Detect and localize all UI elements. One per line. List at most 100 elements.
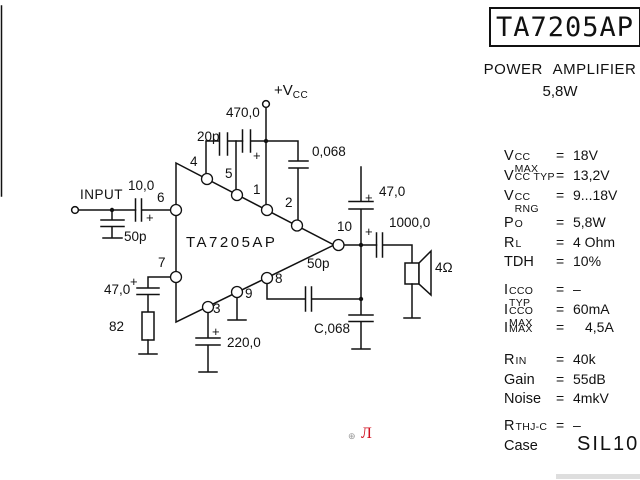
title-box: TA7205AP bbox=[489, 7, 640, 47]
vcc-label: +VCC bbox=[274, 82, 309, 101]
equals-sign: = bbox=[556, 253, 565, 269]
input-label: INPUT bbox=[80, 187, 123, 202]
part-number-title: TA7205AP bbox=[495, 11, 635, 43]
pin-9-circle bbox=[230, 285, 244, 299]
pin-3-circle bbox=[201, 300, 215, 314]
spec-case: Case SIL10 bbox=[504, 433, 639, 456]
spec-value: 4 Ohm bbox=[573, 234, 616, 250]
pin-5-circle bbox=[230, 188, 244, 202]
pin-9-number: 9 bbox=[245, 286, 253, 301]
spec-value: 18V bbox=[573, 147, 598, 163]
cap-50p-output bbox=[266, 282, 362, 312]
spec-subscript: CC TYP bbox=[514, 171, 555, 183]
cap-470uF-value: 470,0 bbox=[226, 105, 260, 120]
pin-2-circle bbox=[290, 219, 304, 232]
vcc-main: +V bbox=[274, 82, 293, 99]
spec-value: 60mA bbox=[573, 301, 610, 317]
spec-symbol: V bbox=[504, 188, 514, 204]
spec-tdh: TDH = 10% bbox=[504, 253, 601, 270]
spec-gain: Gain=55dB bbox=[504, 371, 606, 388]
ic-part-number: TA7205AP bbox=[186, 234, 278, 251]
spec-subscript: CC RNG bbox=[514, 191, 539, 215]
equals-sign: = bbox=[556, 417, 565, 433]
polarity-plus: + bbox=[130, 274, 138, 289]
pin-10-circle bbox=[332, 238, 345, 252]
spec-value: 55dB bbox=[573, 371, 606, 387]
opamp-triangle bbox=[175, 161, 336, 324]
pin-7-number: 7 bbox=[158, 255, 166, 270]
cap-0068-output bbox=[348, 298, 374, 350]
cap-220uF-value: 220,0 bbox=[227, 335, 261, 350]
polarity-plus: + bbox=[365, 224, 373, 239]
spec-value: SIL10 bbox=[577, 433, 640, 455]
cap-47uF-output bbox=[348, 166, 374, 246]
spec-symbol: Noise bbox=[504, 391, 542, 407]
spec-value: 5,8W bbox=[573, 214, 606, 230]
spec-value: 10% bbox=[573, 253, 602, 269]
spec-symbol: Case bbox=[504, 438, 538, 454]
spec-symbol: V bbox=[504, 168, 514, 184]
spec-symbol: R bbox=[504, 418, 515, 434]
cap-47uF-feedback-value: 47,0 bbox=[104, 282, 131, 297]
junction-dot bbox=[358, 296, 364, 302]
equals-sign: = bbox=[556, 390, 565, 406]
spec-symbol: R bbox=[504, 235, 515, 251]
polarity-plus: + bbox=[365, 190, 373, 205]
spec-subscript: IN bbox=[515, 355, 527, 367]
spec-subscript: MAX bbox=[509, 323, 533, 335]
equals-sign: = bbox=[556, 167, 565, 183]
spec-subscript: L bbox=[515, 238, 522, 250]
spec-subscript: THJ-C bbox=[515, 421, 548, 433]
equals-sign: = bbox=[556, 234, 565, 250]
speaker-impedance: 4Ω bbox=[435, 260, 453, 275]
equals-sign: = bbox=[556, 319, 565, 335]
resistor-82 bbox=[141, 311, 155, 341]
cap-1000uF-value: 1000,0 bbox=[389, 215, 431, 230]
pin-1-number: 1 bbox=[253, 182, 261, 197]
spec-symbol: P bbox=[504, 215, 514, 231]
vcc-terminal bbox=[261, 99, 271, 109]
ground-feedback bbox=[138, 339, 158, 355]
pin-6-circle bbox=[169, 203, 183, 217]
resistor-82-value: 82 bbox=[109, 319, 125, 334]
polarity-plus: + bbox=[146, 210, 154, 225]
input-terminal bbox=[70, 205, 80, 215]
junction-dot bbox=[263, 138, 269, 144]
pin-8-number: 8 bbox=[275, 271, 283, 286]
cap-20p bbox=[205, 132, 244, 175]
junction-dot bbox=[358, 242, 364, 248]
equals-sign: = bbox=[556, 187, 565, 203]
cap-0068-vcc-value: 0,068 bbox=[312, 144, 346, 159]
speaker-coil bbox=[404, 262, 420, 285]
equals-sign: = bbox=[556, 351, 565, 367]
polarity-plus: + bbox=[212, 324, 220, 339]
pin-5-number: 5 bbox=[225, 166, 233, 181]
pin-4-circle bbox=[200, 172, 214, 186]
vcc-sub: CC bbox=[292, 90, 309, 101]
spec-value: 4mkV bbox=[573, 390, 609, 406]
speaker-cone bbox=[418, 249, 432, 297]
spec-value: 9...18V bbox=[573, 187, 618, 203]
spec-symbol: TDH bbox=[504, 254, 534, 270]
power-rating: 5,8W bbox=[542, 83, 578, 100]
spec-value: – bbox=[573, 417, 581, 433]
watermark-gray-mark: ⊕ bbox=[348, 431, 356, 441]
speaker-ground bbox=[403, 283, 421, 319]
junction-dot bbox=[109, 207, 115, 213]
cap-220uF bbox=[195, 311, 221, 373]
cap-10uF-value: 10,0 bbox=[128, 178, 155, 193]
spec-subscript: CCO MAX bbox=[509, 305, 534, 329]
equals-sign: = bbox=[556, 281, 565, 297]
pin-1-circle bbox=[260, 203, 274, 217]
spec-symbol: I bbox=[504, 282, 509, 298]
spec-value: 4,5A bbox=[585, 319, 614, 335]
spec-value: 13,2V bbox=[573, 167, 610, 183]
